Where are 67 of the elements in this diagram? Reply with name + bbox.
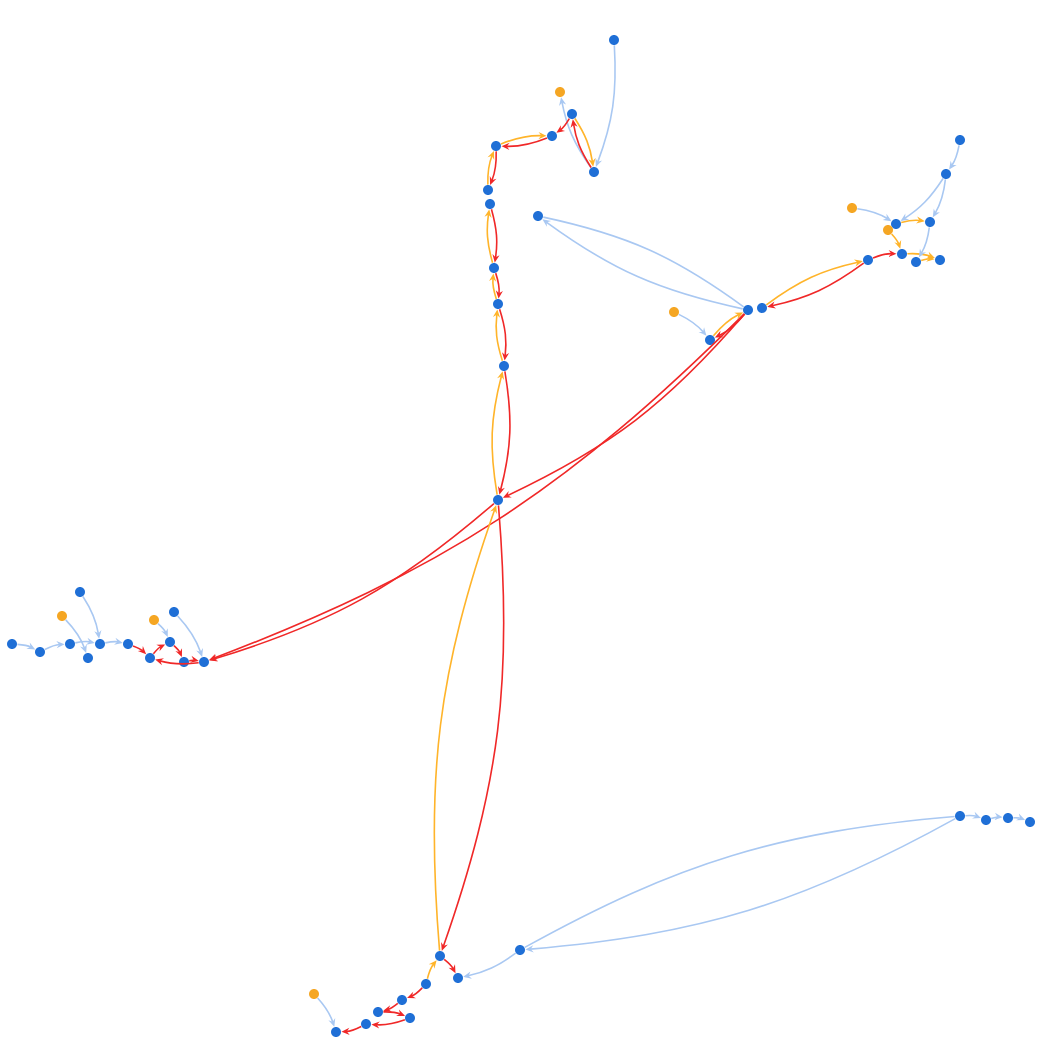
- graph-node: [165, 637, 175, 647]
- graph-node: [883, 225, 893, 235]
- graph-node: [331, 1027, 341, 1037]
- graph-node: [421, 979, 431, 989]
- arrow: [964, 811, 981, 819]
- arrow: [595, 44, 616, 167]
- graph-node: [533, 211, 543, 221]
- graph-node: [397, 995, 407, 1005]
- arrow: [678, 313, 707, 336]
- graph-node: [743, 305, 753, 315]
- graph-node: [123, 639, 133, 649]
- graph-node: [1003, 813, 1013, 823]
- graph-node: [149, 615, 159, 625]
- graph-node: [757, 303, 767, 313]
- arrow: [906, 251, 935, 259]
- graph-node: [485, 199, 495, 209]
- graph-node: [493, 299, 503, 309]
- graph-node: [65, 639, 75, 649]
- graph-node: [847, 203, 857, 213]
- graph-node: [145, 653, 155, 663]
- graph-node: [489, 263, 499, 273]
- graph-node: [499, 361, 509, 371]
- graph-node: [373, 1007, 383, 1017]
- graph-node: [925, 217, 935, 227]
- graph-node: [891, 219, 901, 229]
- graph-node: [493, 495, 503, 505]
- graph-node: [911, 257, 921, 267]
- arrow: [382, 1009, 405, 1017]
- graph-node: [669, 307, 679, 317]
- arrow: [407, 987, 424, 999]
- graph-node: [1025, 817, 1035, 827]
- graph-node: [567, 109, 577, 119]
- arrow: [209, 313, 745, 661]
- graph-node: [897, 249, 907, 259]
- arrow: [489, 150, 498, 185]
- graph-node: [483, 185, 493, 195]
- graph-node: [515, 945, 525, 955]
- graph-node: [57, 611, 67, 621]
- graph-node: [453, 973, 463, 983]
- arrow: [1012, 813, 1025, 821]
- graph-node: [361, 1019, 371, 1029]
- graph-node: [555, 87, 565, 97]
- arrow: [487, 151, 495, 186]
- graph-node: [75, 587, 85, 597]
- arrow: [173, 644, 183, 657]
- graph-node: [179, 657, 189, 667]
- graph-node: [955, 135, 965, 145]
- graph-node: [7, 639, 17, 649]
- graph-node: [491, 141, 501, 151]
- graph-node: [35, 647, 45, 657]
- graph-node: [83, 653, 93, 663]
- graph-node: [169, 607, 179, 617]
- arrow: [426, 960, 437, 980]
- graph-node: [955, 811, 965, 821]
- graph-node: [863, 255, 873, 265]
- graph-node: [547, 131, 557, 141]
- graph-node: [981, 815, 991, 825]
- graph-node: [405, 1013, 415, 1023]
- graph-node: [435, 951, 445, 961]
- graph-node: [309, 989, 319, 999]
- graph-node: [589, 167, 599, 177]
- graph-node: [95, 639, 105, 649]
- graph-node: [941, 169, 951, 179]
- graph-node: [199, 657, 209, 667]
- graph-node: [609, 35, 619, 45]
- graph-node: [705, 335, 715, 345]
- graph-node: [935, 255, 945, 265]
